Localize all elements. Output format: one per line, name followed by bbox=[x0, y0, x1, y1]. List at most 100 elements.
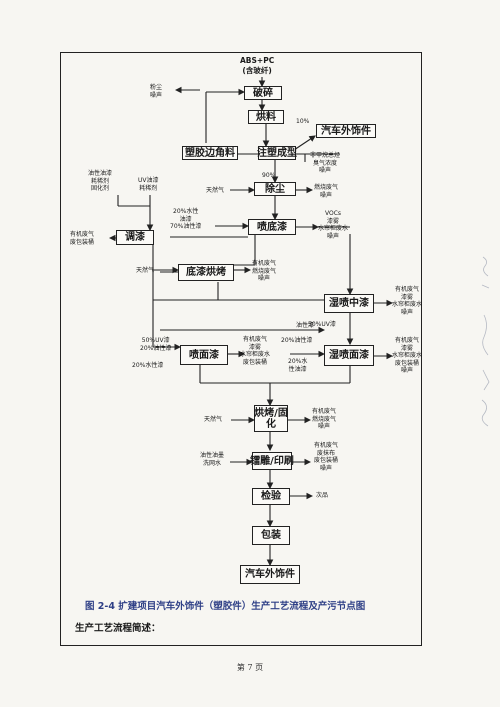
label-primer-bake-emission: 有机废气 燃烧废气 噪声 bbox=[252, 260, 276, 283]
label-pbake-noise: 噪声 bbox=[258, 275, 271, 282]
label-coating-raw: 油性油漆 耗稀剂 固化剂 bbox=[88, 170, 112, 193]
label-uv-paint: UV油漆 bbox=[138, 177, 159, 184]
label-wtop-noise: 噪声 bbox=[401, 367, 414, 374]
label-mix-bucket: 废包装桶 bbox=[70, 238, 95, 246]
process-primer-spray: 喷底漆 bbox=[248, 219, 296, 235]
label-top-spray-input: 50%UV漆 20%油性漆 bbox=[140, 337, 171, 352]
label-inj-nmhc: 非甲烷总烃 bbox=[310, 152, 341, 159]
figure-caption: 图 2-4 扩建项目汽车外饰件（塑胶件）生产工艺流程及产污节点图 bbox=[85, 601, 366, 612]
process-scrap: 塑胶边角料 bbox=[182, 146, 238, 160]
label-wtop-bucket: 废包装桶 bbox=[395, 359, 420, 367]
label-coating-hardener: 固化剂 bbox=[91, 185, 110, 192]
process-wet-mid: 湿喷中漆 bbox=[324, 294, 374, 313]
label-pct-10: 10% bbox=[296, 118, 310, 125]
label-pbake-organic: 有机废气 bbox=[252, 260, 277, 267]
label-natural-gas-2: 天然气 bbox=[136, 267, 155, 274]
label-pbake-combustion: 燃烧废气 bbox=[252, 267, 277, 275]
process-bake-cure: 烘烤/固 化 bbox=[254, 405, 288, 432]
label-right-mid-input: 20%油性漆 bbox=[281, 337, 312, 345]
label-primer-wastewater: 水帘柜废水 bbox=[318, 225, 349, 232]
label-natural-gas-3: 天然气 bbox=[204, 416, 223, 423]
label-coating-thinner: 耗稀剂 bbox=[91, 177, 110, 185]
label-reject: 次品 bbox=[316, 492, 329, 499]
label-pct-90: 90% bbox=[262, 172, 276, 179]
label-wmid-organic: 有机废气 bbox=[395, 286, 420, 293]
label-top-oil: 20%油性漆 bbox=[140, 344, 172, 352]
label-noise: 噪声 bbox=[150, 91, 163, 99]
label-mix-waste: 有机废气 废包装桶 bbox=[70, 231, 94, 246]
label-wtop-mist: 漆雾 bbox=[401, 344, 414, 352]
arrow-to-car-parts-10 bbox=[293, 135, 316, 151]
input-material-line2: (含玻纤) bbox=[242, 65, 272, 75]
process-bake-cure-line1: 烘烤/固 bbox=[254, 407, 288, 419]
label-uv-thinner: 耗稀剂 bbox=[139, 184, 158, 192]
section-subtitle: 生产工艺流程简述： bbox=[75, 623, 161, 634]
label-uv50: 50%UV漆 bbox=[308, 321, 336, 328]
label-print-ink: 油性油墨 bbox=[200, 452, 225, 459]
label-inj-odor: 臭气浓度 bbox=[313, 159, 338, 167]
label-dust: 粉尘 bbox=[150, 84, 163, 91]
process-final: 汽车外饰件 bbox=[240, 565, 300, 584]
label-top-uv: 50%UV漆 bbox=[141, 337, 170, 344]
label-injection-emission: 非甲烷总烃 臭气浓度 噪声 bbox=[310, 152, 340, 175]
label-rmid-oil: 20%油性漆 bbox=[281, 337, 313, 344]
label-primer-emission: VOCs 漆雾 水帘柜废水 噪声 bbox=[318, 210, 348, 240]
label-primer-water: 20%水性 bbox=[173, 208, 199, 215]
page-number: 第 7 页 bbox=[236, 663, 264, 672]
label-top-wastewater: 水帘柜废水 bbox=[240, 351, 271, 358]
label-rmid-paint: 性油漆 bbox=[288, 365, 307, 373]
label-coating-oil: 油性油漆 bbox=[88, 170, 113, 177]
label-dedust-combustion: 燃烧废气 bbox=[314, 184, 339, 191]
process-inspect: 检验 bbox=[252, 488, 290, 505]
label-print-noise: 噪声 bbox=[320, 464, 333, 472]
label-top-water: 20%水性漆 bbox=[132, 362, 164, 369]
label-wet-top-emission: 有机废气 漆雾 水帘柜废水 废包装桶 噪声 bbox=[392, 337, 422, 375]
process-mix: 调漆 bbox=[116, 230, 154, 245]
label-wmid-wastewater: 水帘柜废水 bbox=[392, 301, 423, 308]
label-wtop-organic: 有机废气 bbox=[395, 337, 420, 344]
label-right-mid-input-2: 20%水 性油漆 bbox=[288, 358, 307, 373]
label-wmid-mist: 漆雾 bbox=[401, 293, 414, 301]
process-crush: 破碎 bbox=[244, 86, 282, 100]
label-cure-emission: 有机废气 燃烧废气 噪声 bbox=[312, 408, 336, 431]
process-bake-cure-line2: 化 bbox=[266, 418, 276, 430]
label-wet-mid-emission: 有机废气 漆雾 水帘柜废水 噪声 bbox=[392, 286, 422, 316]
label-wmid-noise: 噪声 bbox=[401, 308, 414, 316]
input-material: ABS+PC (含玻纤) bbox=[240, 56, 274, 76]
input-material-line1: ABS+PC bbox=[240, 56, 275, 65]
label-rmid-water: 20%水 bbox=[288, 358, 308, 365]
label-print-input: 油性油墨 洗网水 bbox=[200, 452, 224, 467]
label-dedust-emission: 燃烧废气 噪声 bbox=[314, 184, 338, 199]
label-dust-noise: 粉尘 噪声 bbox=[150, 84, 162, 99]
label-natural-gas-1: 天然气 bbox=[206, 187, 225, 194]
margin-handwriting bbox=[481, 256, 490, 427]
label-primer-mist: 漆雾 bbox=[327, 217, 340, 225]
label-top-bucket: 废包装桶 bbox=[243, 358, 268, 366]
label-top-spray-emission: 有机废气 漆雾 水帘柜废水 废包装桶 bbox=[240, 336, 270, 366]
process-primer-bake: 底漆烘烤 bbox=[178, 264, 234, 281]
label-primer-paint: 油漆 bbox=[179, 215, 192, 223]
flowchart-frame bbox=[60, 52, 422, 646]
label-print-emission: 有机废气 废抹布 废包装桶 噪声 bbox=[314, 442, 338, 472]
label-top-organic: 有机废气 bbox=[243, 336, 268, 343]
process-top-spray: 喷面漆 bbox=[180, 345, 228, 365]
label-wtop-wastewater: 水帘柜废水 bbox=[392, 352, 423, 359]
process-dedust: 除尘 bbox=[254, 182, 296, 196]
label-cure-combustion: 燃烧废气 bbox=[312, 415, 337, 423]
label-primer-noise: 噪声 bbox=[327, 232, 340, 240]
label-print-wash: 洗网水 bbox=[203, 459, 222, 467]
label-print-bucket: 废包装桶 bbox=[314, 457, 339, 464]
process-wet-top: 湿喷面漆 bbox=[324, 345, 374, 366]
label-uv-raw: UV油漆 耗稀剂 bbox=[138, 177, 159, 192]
label-print-rag: 废抹布 bbox=[317, 449, 336, 457]
label-cure-noise: 噪声 bbox=[318, 423, 331, 430]
process-car-parts-branch: 汽车外饰件 bbox=[316, 124, 376, 138]
process-carve-print: 镭雕/印刷 bbox=[250, 452, 294, 470]
label-dedust-noise: 噪声 bbox=[320, 191, 333, 199]
process-bake: 烘料 bbox=[248, 110, 284, 124]
label-cure-organic: 有机废气 bbox=[312, 408, 337, 415]
label-top-mist: 漆雾 bbox=[249, 343, 262, 351]
label-primer-vocs: VOCs bbox=[324, 210, 342, 217]
